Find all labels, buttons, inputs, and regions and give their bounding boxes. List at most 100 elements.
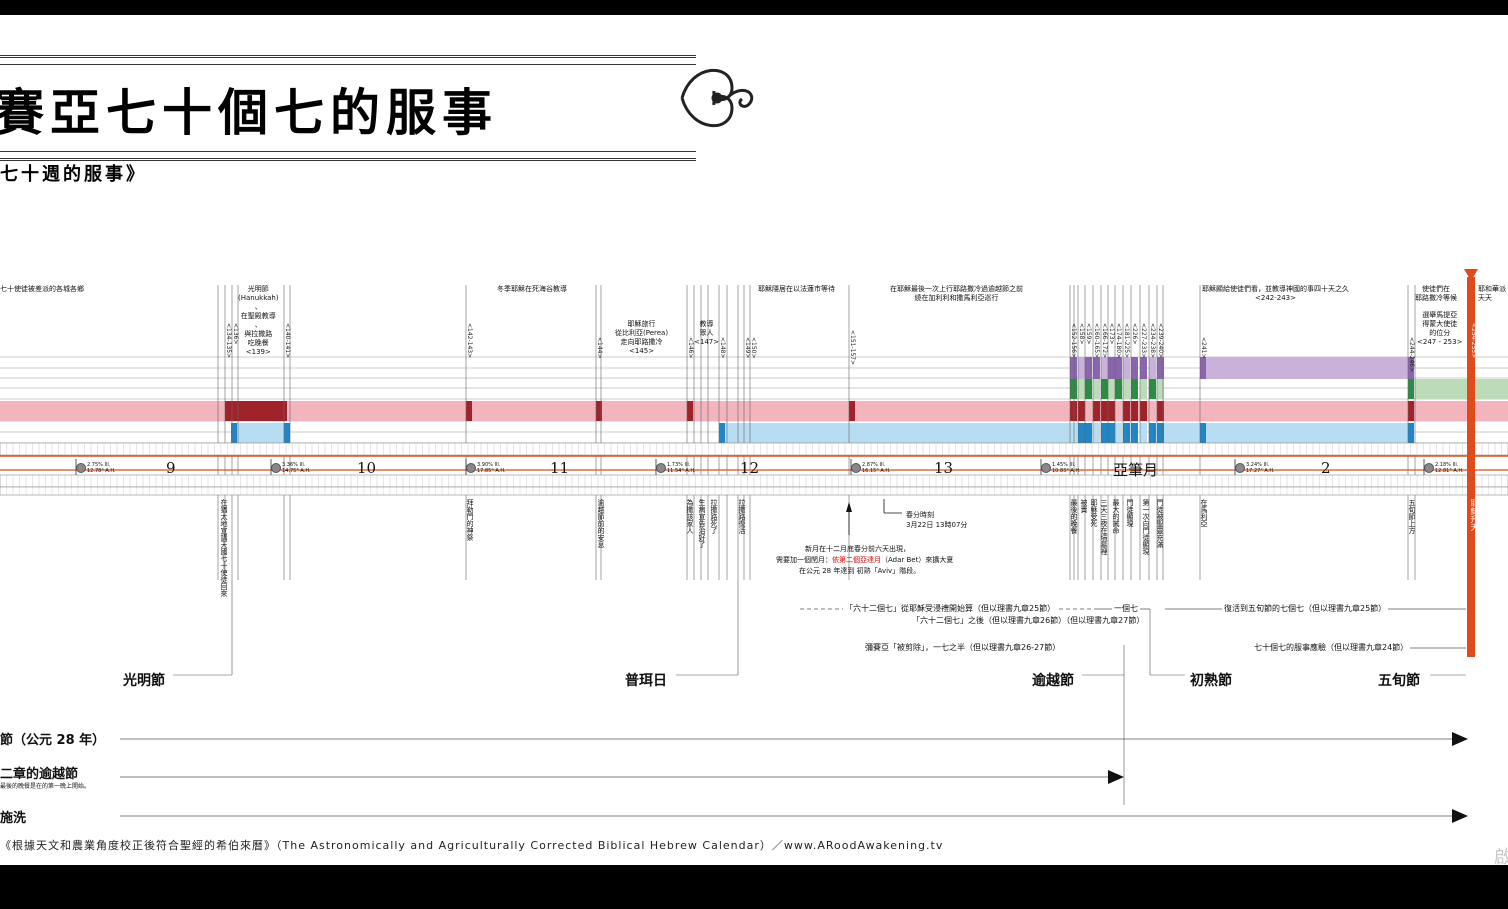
month-label: 12 <box>740 459 760 477</box>
block-darkred <box>849 401 855 421</box>
block-blue <box>1085 423 1092 443</box>
verse-ref: <144> <box>596 337 603 359</box>
block-purple <box>1140 357 1147 379</box>
event-note: 拉撒路死了 <box>710 499 718 534</box>
event-label: 耶穌旅行 從比利亞(Perea) 走向耶路撒冷 <145> <box>615 320 669 355</box>
block-purple <box>1108 357 1115 379</box>
block-green <box>1131 379 1138 399</box>
verse-ref: <136> <box>232 323 239 345</box>
moon-icon <box>466 463 476 473</box>
moon-illumination: 1.45% Ill. 10.83° A.H. <box>1052 462 1081 474</box>
block-darkred <box>687 401 693 421</box>
block-darkred <box>466 401 472 421</box>
block-green <box>1085 379 1092 399</box>
verse-ref: <241> <box>1200 337 1207 359</box>
event-label: 七十使徒被差派的各城各鄉 <box>0 285 84 293</box>
block-purple <box>1070 357 1077 379</box>
event-note: 耶穌受死 <box>1090 499 1098 527</box>
block-darkred <box>1101 401 1108 421</box>
moon-icon <box>76 463 86 473</box>
verse-ref: <152-156> <box>1070 323 1077 359</box>
event-note: 最大的誡命 <box>1112 499 1120 534</box>
event-label: 耶穌顯給使徒們看，並教導神國的事四十天之久 <242-243> <box>1202 285 1349 302</box>
event-note: 門徒被聖靈充滿 <box>1156 499 1164 548</box>
band-lavender <box>1202 357 1412 379</box>
band-lightblue <box>233 423 287 443</box>
band-lightgreen <box>1415 379 1508 399</box>
moon-icon <box>271 463 281 473</box>
verse-ref: <226> <box>1131 323 1138 345</box>
verse-ref: <150> <box>750 337 757 359</box>
month-label: 9 <box>166 459 176 477</box>
block-green <box>1070 379 1077 399</box>
block-darkred <box>1085 401 1092 421</box>
event-note: 拜勒門的神祭 <box>466 499 474 541</box>
arrow-head-icon <box>1452 732 1468 746</box>
block-darkred <box>1140 401 1147 421</box>
footer-citation: 《根據天文和農業角度校正後符合聖經的希伯來曆》（The Astronomical… <box>0 839 944 852</box>
block-green <box>1140 379 1147 399</box>
block-purple <box>1115 357 1122 379</box>
feast-label: 初熟節 <box>1190 673 1232 689</box>
month-label: 13 <box>934 459 954 477</box>
feast-label: 逾越節 <box>1032 673 1074 689</box>
verse-ref: <181-225> <box>1123 323 1130 359</box>
verse-ref: <166-172> <box>1101 323 1108 359</box>
verse-ref: <160-165> <box>1093 323 1100 359</box>
block-darkred <box>1078 401 1085 421</box>
verse-ref: <140-141> <box>284 323 291 359</box>
block-green <box>1101 379 1108 399</box>
page-title: 賽亞七十個七的服事 <box>0 83 498 142</box>
block-blue <box>1078 423 1085 443</box>
block-blue <box>1070 423 1077 443</box>
moon-illumination: 3.36% Ill. 14.75° A.H. <box>282 462 311 474</box>
verse-ref: <158> <box>1078 323 1085 345</box>
block-green <box>1115 379 1122 399</box>
moon-illumination: 1.73% Ill. 11.54° A.H. <box>667 462 696 474</box>
moon-icon <box>1424 463 1434 473</box>
block-purple <box>1078 357 1085 379</box>
moon-icon <box>1041 463 1051 473</box>
block-purple <box>1093 357 1100 379</box>
month-label: 亞筆月 <box>1113 461 1159 479</box>
block-purple <box>1200 357 1206 379</box>
block-blue <box>1200 423 1206 443</box>
page-subtitle: 七十週的服事》 <box>0 164 147 185</box>
block-blue <box>1115 423 1122 443</box>
moon-icon <box>851 463 861 473</box>
block-green <box>1408 379 1414 399</box>
arrow-head-icon <box>1108 770 1124 784</box>
feast-label: 五旬節 <box>1378 673 1420 689</box>
block-blue <box>1108 423 1115 443</box>
event-note: 門徒顯現 <box>1126 499 1134 527</box>
span-label: 一個七 <box>1112 603 1140 614</box>
event-note: 最後的晚餐 <box>1070 499 1078 534</box>
block-purple <box>1131 357 1138 379</box>
event-note: 三天三夜在墳墓裡 <box>1100 499 1108 555</box>
block-darkred <box>1123 401 1130 421</box>
moon-icon <box>1235 463 1245 473</box>
block-purple <box>1085 357 1092 379</box>
verse-ref: <134-135> <box>225 323 232 359</box>
pentecost-bar <box>1467 277 1475 657</box>
block-purple <box>1408 357 1414 379</box>
block-green <box>1078 379 1085 399</box>
verse-ref: <146> <box>687 337 694 359</box>
block-blue <box>1101 423 1108 443</box>
verse-ref: <234-238> <box>1149 323 1156 359</box>
leap-note: 在公元 28 年達到 初熟「Aviv」階段。 <box>799 567 921 575</box>
block-blue <box>1123 423 1130 443</box>
feast-label: 普珥日 <box>625 673 667 689</box>
span-label: 復活到五旬節的七個七（但以理書九章25節） <box>1222 603 1389 614</box>
event-note: 逾越節前的安息 <box>597 499 605 548</box>
event-note: 在猶太地宣講天國七十使徒回來 <box>220 499 228 597</box>
month-label: 11 <box>550 459 570 477</box>
arrow-label: 施洗 <box>0 811 27 826</box>
block-blue <box>284 423 290 443</box>
block-blue <box>1157 423 1164 443</box>
block-darkred <box>1093 401 1100 421</box>
block-darkred <box>1108 401 1115 421</box>
event-label: 選舉馬提亞 得蒙大使徒 的位分 <247 - 253> <box>1417 311 1463 346</box>
block-blue <box>719 423 725 443</box>
block-green <box>1157 379 1164 399</box>
